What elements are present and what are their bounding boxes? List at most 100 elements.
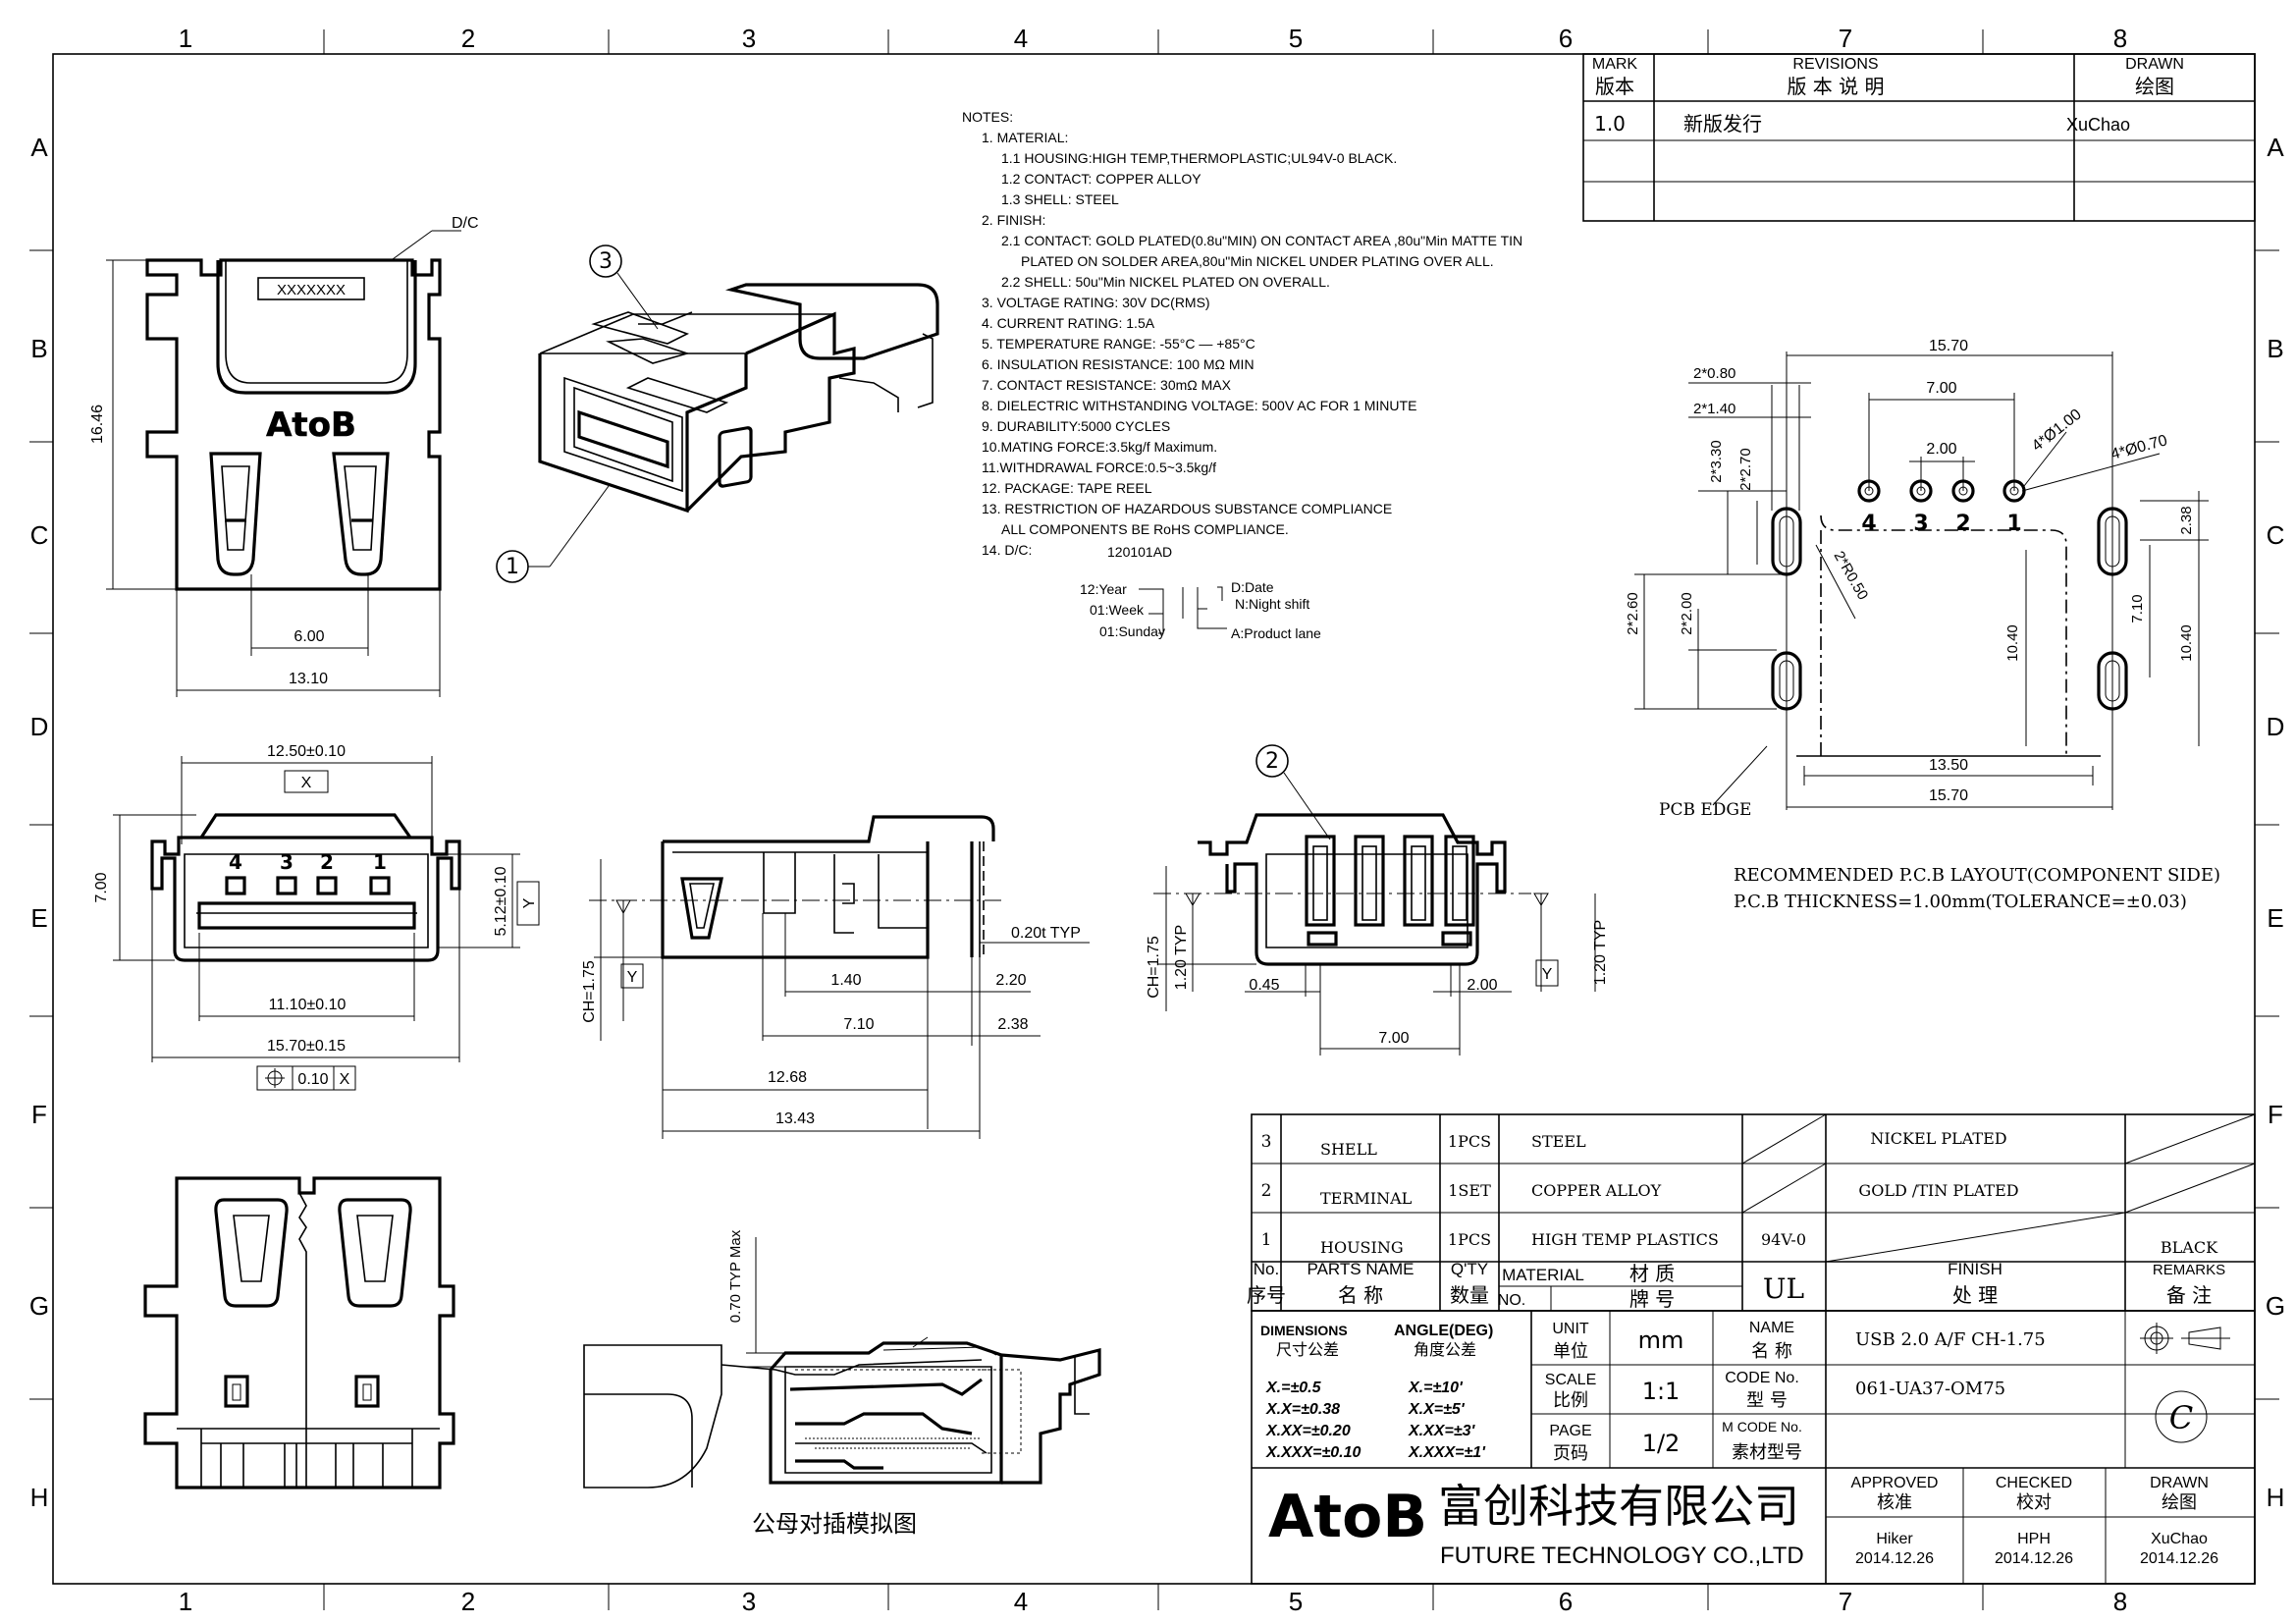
pcb-dim-1040a: 10.40: [2004, 624, 2021, 662]
note-line: 12. PACKAGE: TAPE REEL: [982, 480, 1152, 496]
column-marker-top: 2: [461, 24, 475, 53]
pcb-title-2: P.C.B THICKNESS=1.00mm(TOLERANCE=±0.03): [1734, 892, 2187, 912]
column-marker-bottom: 3: [742, 1587, 756, 1616]
tb-page-en: PAGE: [1549, 1423, 1591, 1439]
row-marker-right: B: [2267, 334, 2283, 363]
front-height-dim: 7.00: [93, 872, 110, 902]
pcb-dim-140: 2*1.40: [1693, 401, 1735, 417]
side-thickness-dim: 0.20t TYP: [1011, 925, 1081, 942]
bom-row-no: 3: [1261, 1132, 1272, 1152]
column-marker-top: 3: [742, 24, 756, 53]
bom-h-name: PARTS NAME: [1308, 1260, 1415, 1278]
tb-dim-en: DIMENSIONS: [1260, 1323, 1348, 1338]
front-tol-ref: X: [340, 1071, 350, 1088]
sheet-border: [52, 53, 2256, 1585]
tb-scale-value: 1:1: [1642, 1378, 1681, 1405]
bom-row-finish: NICKEL PLATED: [1870, 1129, 2006, 1148]
pcb-dim-1570-bottom: 15.70: [1929, 787, 1968, 804]
note-line: 4. CURRENT RATING: 1.5A: [982, 315, 1155, 331]
top-view-logo: AtoB: [266, 406, 356, 445]
rear-datum-y: Y: [1542, 966, 1553, 983]
pcb-pin-label-4: 4: [1861, 512, 1876, 536]
pcb-dim-1350: 13.50: [1929, 757, 1968, 774]
note-line: ALL COMPONENTS BE RoHS COMPLIANCE.: [1001, 521, 1289, 537]
dc-week: 01:Week: [1090, 602, 1145, 618]
top-view-inner-dim: 6.00: [294, 628, 324, 645]
section-dim-070: 0.70 TYP Max: [727, 1229, 744, 1323]
front-pin-label-2: 2: [320, 850, 334, 874]
tb-checked-by: HPH: [2017, 1531, 2051, 1547]
notes-block: NOTES:1. MATERIAL:1.1 HOUSING:HIGH TEMP,…: [962, 109, 1522, 558]
tb-code-value: 061-UA37-OM75: [1855, 1379, 2005, 1399]
rev-header-mark: MARK: [1592, 56, 1638, 73]
note-line: 1.1 HOUSING:HIGH TEMP,THERMOPLASTIC;UL94…: [1001, 150, 1397, 166]
tb-code-cn: 型 号: [1746, 1390, 1788, 1411]
bom-row-qty: 1PCS: [1448, 1230, 1491, 1249]
rear-ch-dim: CH=1.75: [1146, 936, 1162, 999]
rear-contact: [1354, 835, 1385, 927]
tb-code-en: CODE No.: [1725, 1370, 1799, 1386]
tb-ang-cn: 角度公差: [1414, 1340, 1476, 1359]
bom-row-material: STEEL: [1531, 1132, 1586, 1151]
note-line: 8. DIELECTRIC WITHSTANDING VOLTAGE: 500V…: [982, 398, 1416, 413]
pcb-pin-label-1: 1: [2006, 512, 2021, 536]
revision-circle-icon: [2155, 1390, 2208, 1443]
rear-dim-120-left: 1.20 TYP: [1173, 925, 1190, 990]
front-total-width-dim: 15.70±0.15: [267, 1038, 346, 1055]
note-line: NOTES:: [962, 109, 1013, 125]
pcb-title-1: RECOMMENDED P.C.B LAYOUT(COMPONENT SIDE): [1734, 865, 2220, 886]
tb-approved-date: 2014.12.26: [1855, 1550, 1934, 1567]
front-pin-label-3: 3: [280, 850, 294, 874]
pcb-dim-710: 7.10: [2129, 594, 2146, 623]
bom-h-material-cn: 材 质: [1629, 1262, 1675, 1285]
note-line: 13. RESTRICTION OF HAZARDOUS SUBSTANCE C…: [982, 501, 1392, 516]
note-line: 2.1 CONTACT: GOLD PLATED(0.8u"MIN) ON CO…: [1001, 233, 1522, 248]
rear-dim-700: 7.00: [1378, 1030, 1409, 1047]
note-line: 1.2 CONTACT: COPPER ALLOY: [1001, 171, 1201, 187]
note-line: 2.2 SHELL: 50u"Min NICKEL PLATED ON OVER…: [1001, 274, 1330, 290]
bom-h-finish: FINISH: [1948, 1260, 2002, 1278]
position-tolerance-frame: [256, 1065, 356, 1091]
pcb-dim-1570-top: 15.70: [1929, 338, 1968, 354]
note-line: 9. DURABILITY:5000 CYCLES: [982, 418, 1170, 434]
title-block: DIMENSIONS 尺寸公差 ANGLE(DEG) 角度公差 X.=±0.5 …: [1251, 1310, 2256, 1585]
front-contact-pad: [225, 876, 246, 895]
section-view: 0.70 TYP Max 公母对插模拟图: [583, 1229, 1101, 1538]
rev-header-mark-cn: 版本: [1595, 75, 1634, 98]
column-marker-top: 4: [1014, 24, 1028, 53]
front-datum-x: X: [301, 775, 312, 791]
bom-h-remarks: REMARKS: [2153, 1262, 2225, 1278]
bom-row-name: HOUSING: [1320, 1238, 1404, 1257]
top-view-height-dim: 16.46: [89, 405, 106, 444]
note-line: 5. TEMPERATURE RANGE: -55°C — +85°C: [982, 336, 1255, 352]
row-marker-left: G: [29, 1291, 49, 1321]
bom-h-ul: UL: [1763, 1272, 1804, 1305]
isometric-view: 3 1: [496, 244, 939, 583]
pcb-dim-080: 2*0.80: [1693, 365, 1735, 382]
pcb-edge-label: PCB EDGE: [1659, 800, 1751, 820]
rear-dim-200: 2.00: [1467, 977, 1497, 994]
dc-night: N:Night shift: [1235, 596, 1309, 612]
pcb-dim-260: 2*2.60: [1625, 592, 1641, 634]
front-inner-height-dim: 5.12±0.10: [493, 866, 509, 936]
front-contact-pad: [316, 876, 338, 895]
bom-h-remarks-cn: 备 注: [2166, 1283, 2212, 1307]
iso-balloon-1: 1: [506, 555, 519, 579]
bom-row-no: 1: [1261, 1230, 1272, 1250]
bom-h-qty: Q'TY: [1451, 1260, 1488, 1278]
note-line: 11.WITHDRAWAL FORCE:0.5~3.5kg/f: [982, 460, 1216, 475]
tb-approved-cn: 核准: [1877, 1492, 1912, 1513]
side-dim-1343: 13.43: [775, 1110, 815, 1127]
column-marker-bottom: 7: [1839, 1587, 1852, 1616]
bom-row-material: HIGH TEMP PLASTICS: [1531, 1230, 1719, 1249]
rear-contact: [1305, 835, 1336, 927]
row-marker-left: B: [30, 334, 47, 363]
row-marker-right: C: [2267, 520, 2285, 550]
bom-h-no: No.: [1254, 1260, 1279, 1278]
column-marker-bottom: 1: [179, 1587, 192, 1616]
row-marker-right: E: [2267, 903, 2283, 933]
row-marker-left: D: [30, 712, 49, 741]
